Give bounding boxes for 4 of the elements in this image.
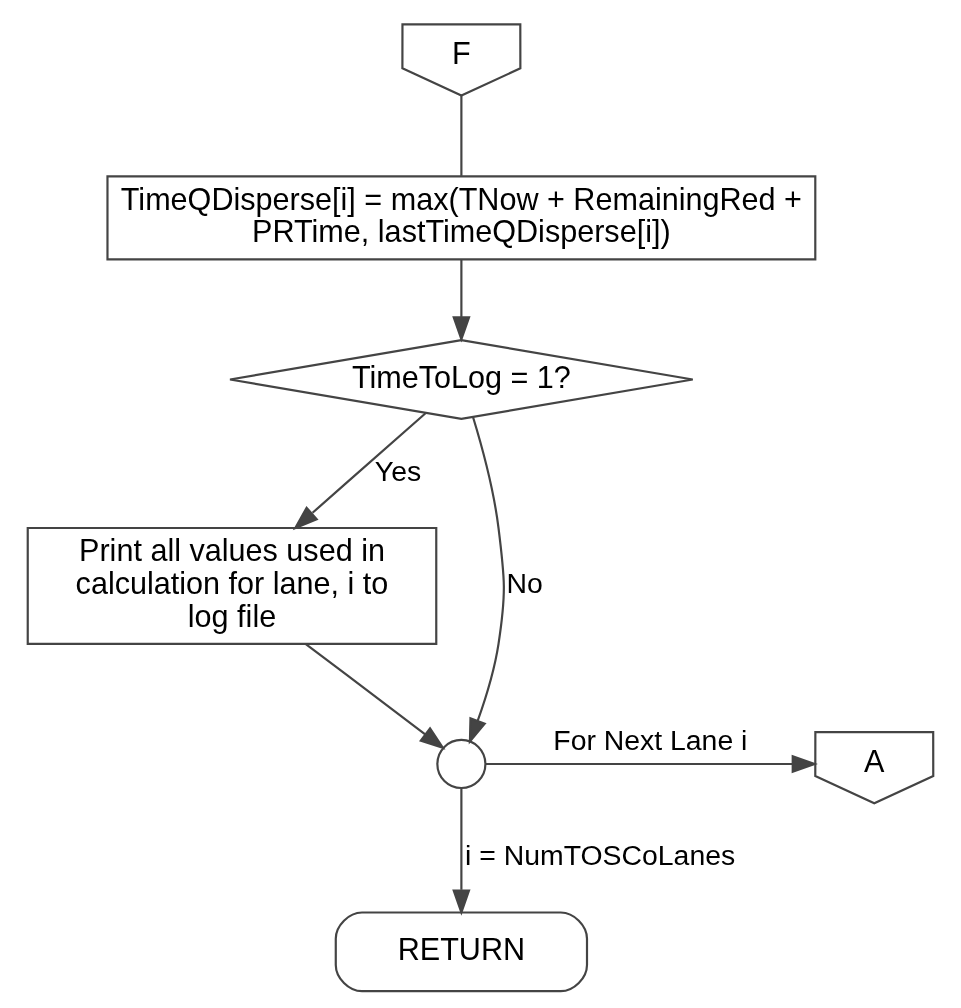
edge-label: No [506,567,543,600]
edge-label: Yes [374,454,422,487]
edge-label: For Next Lane i [553,723,748,756]
edge-label: i = NumTOSCoLanes [465,839,736,872]
